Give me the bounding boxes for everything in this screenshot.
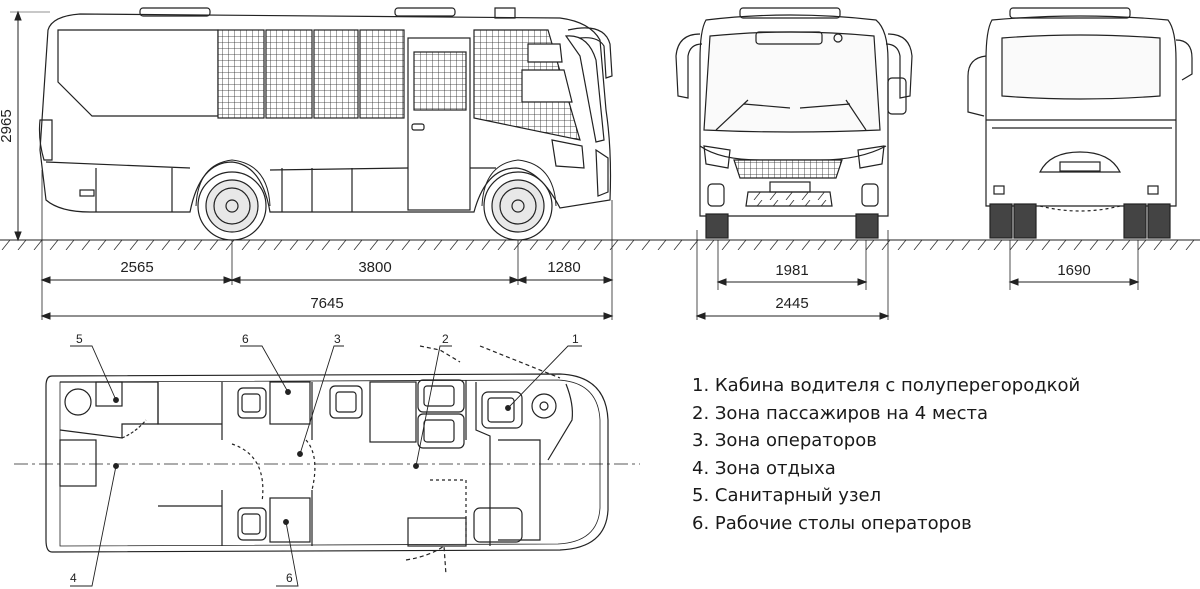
floor-plan: [14, 345, 640, 576]
callout-3: 3: [334, 332, 341, 346]
callout-6-bottom: 6: [286, 571, 293, 585]
legend-item-4: 4. Зона отдыха: [692, 457, 836, 479]
callout-1: 1: [572, 332, 579, 346]
callout-leaders: [70, 345, 582, 587]
ground-line: [0, 239, 1200, 250]
dim-rear-track: 1690: [1057, 262, 1090, 279]
dim-height: 2965: [0, 109, 15, 142]
front-view: [675, 7, 913, 239]
dim-front-overhang: 2565: [120, 259, 153, 276]
legend-item-1: 1. Кабина водителя с полуперегородкой: [692, 375, 1081, 396]
legend-item-2: 2. Зона пассажиров на 4 места: [692, 402, 989, 424]
legend-item-3: 3. Зона операторов: [692, 430, 877, 452]
dim-overall-width: 2445: [775, 295, 808, 312]
callout-2: 2: [442, 332, 449, 346]
dim-front-track: 1981: [775, 262, 808, 279]
driver-seat: [481, 391, 523, 429]
dim-overall-length: 7645: [310, 295, 343, 312]
legend-item-6: 6. Рабочие столы операторов: [692, 512, 972, 534]
callout-4: 4: [70, 571, 77, 585]
front-dimension-lines: [695, 230, 890, 320]
steering-wheel: [531, 393, 557, 419]
operator-seat-1: [237, 387, 267, 419]
callout-6-top: 6: [242, 332, 249, 346]
legend-item-5: 5. Санитарный узел: [692, 485, 882, 507]
dim-rear-overhang: 1280: [547, 259, 580, 276]
dim-wheelbase: 3800: [358, 259, 391, 276]
operator-seat-2: [329, 385, 363, 419]
operator-seat-3: [237, 507, 267, 541]
callout-5: 5: [76, 332, 83, 346]
passenger-seats: [417, 379, 465, 449]
side-dimension-lines: [10, 10, 614, 320]
zone-legend: 1. Кабина водителя с полуперегородкой 2.…: [692, 372, 1080, 538]
rear-dimension-lines: [1008, 240, 1140, 290]
side-view: [38, 7, 613, 241]
rear-view: [967, 7, 1193, 239]
